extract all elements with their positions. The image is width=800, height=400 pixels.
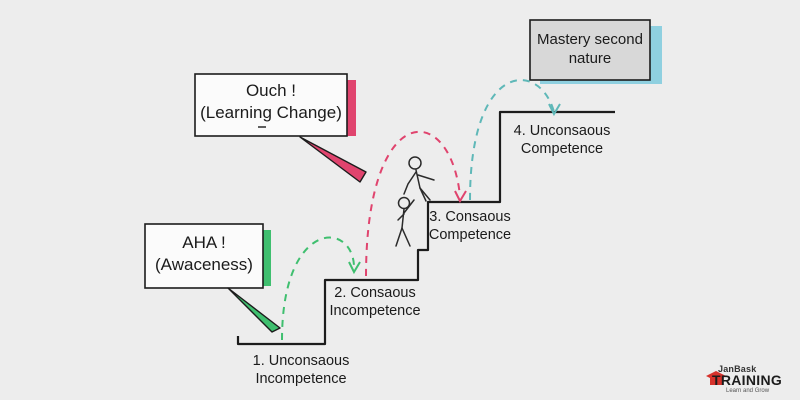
aha-callout-text: AHA ! (Awaceness): [145, 232, 263, 276]
stage-2-line2: Incompetence: [329, 303, 421, 319]
stage-1-label: 1. Unconsaous Incompetence: [236, 352, 366, 388]
ouch-subtitle: (Learning Change): [200, 103, 342, 122]
ouch-callout: [194, 73, 367, 183]
stage-3-line1: 3. Consaous: [429, 209, 511, 225]
pink-arrowhead: [454, 190, 467, 204]
mastery-callout-text: Mastery second nature: [530, 30, 650, 68]
logo-top-text: JanBask: [718, 364, 757, 374]
ouch-title: Ouch !: [245, 81, 297, 100]
stage-3-label: 3. Consaous Competence: [412, 208, 528, 244]
stage-1-line2: Incompetence: [255, 371, 347, 387]
janbask-logo: JanBask TRAINING Learn and Grow: [694, 364, 786, 394]
logo-main-text: TRAINING: [712, 372, 783, 388]
staircase: [236, 110, 615, 346]
teal-arc: [469, 79, 555, 201]
logo-tagline: Learn and Grow: [726, 388, 770, 394]
aha-title: AHA !: [182, 233, 226, 252]
stage-2-label: 2. Consaous Incompetence: [320, 284, 430, 320]
green-arrowhead: [348, 261, 361, 275]
mastery-line1: Mastery second: [537, 31, 643, 48]
aha-subtitle: (Awaceness): [155, 255, 253, 274]
stage-4-label: 4. Unconsaous Competence: [500, 122, 624, 158]
stage-4-line2: Competence: [520, 141, 604, 157]
teal-arrowhead: [548, 103, 561, 117]
ouch-callout-text: Ouch ! (Learning Change): [195, 80, 347, 124]
mastery-callout: [529, 19, 662, 84]
logo-cap-icon: [706, 371, 726, 385]
stage-1-line1: 1. Unconsaous: [252, 353, 350, 369]
mastery-line2: nature: [568, 50, 612, 67]
stage-3-line2: Competence: [428, 227, 512, 243]
stage-4-line1: 4. Unconsaous: [513, 123, 611, 139]
pink-arc: [365, 130, 461, 277]
green-arc: [281, 236, 355, 341]
stage-2-line1: 2. Consaous: [334, 285, 416, 301]
climbers-illustration: [395, 156, 435, 247]
aha-callout: [144, 223, 281, 333]
